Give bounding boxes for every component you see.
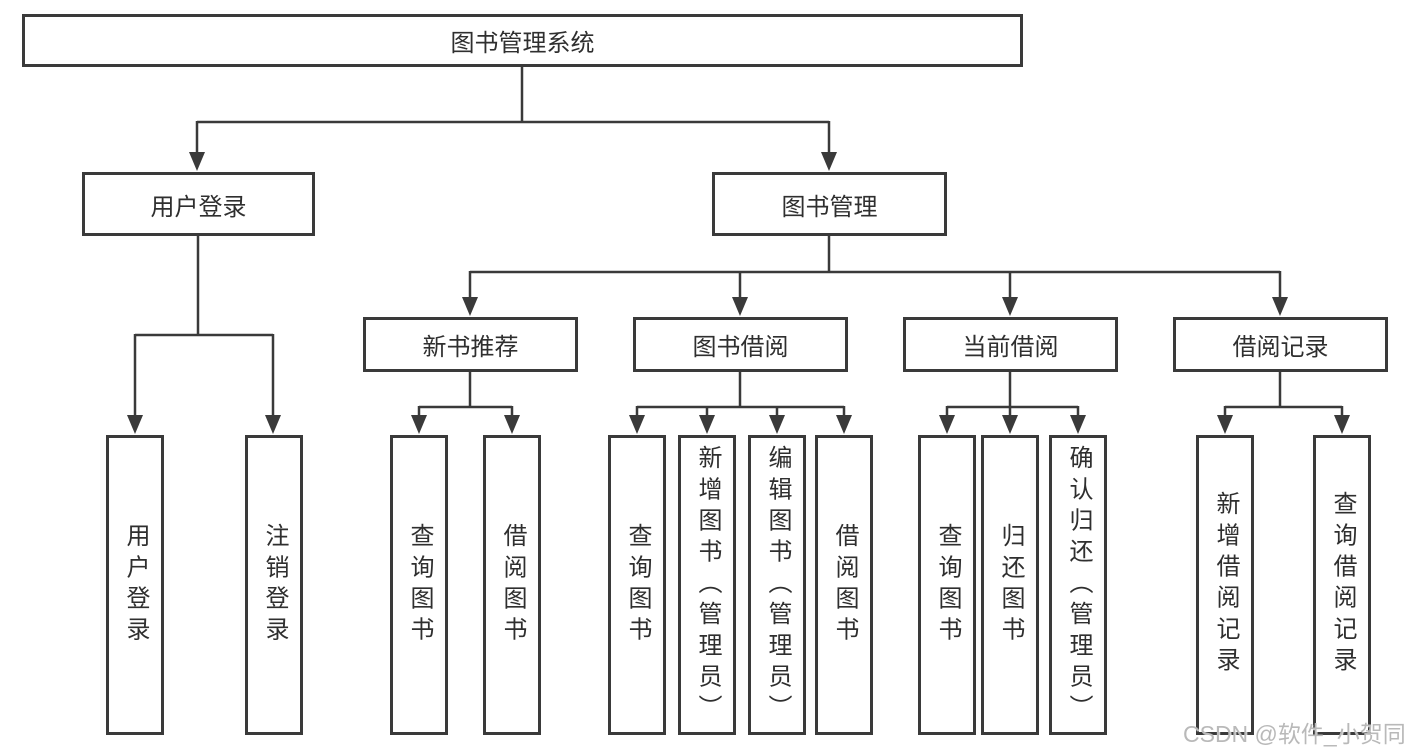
leaf-logout: 注销登录 <box>245 435 303 735</box>
arrowhead-icon <box>462 297 478 316</box>
node-book-borrowing: 图书借阅 <box>633 317 848 372</box>
leaf-return-books: 归还图书 <box>981 435 1039 735</box>
arrowhead-icon <box>836 415 852 434</box>
leaf-query-books: 查询图书 <box>608 435 666 735</box>
arrowhead-icon <box>1002 415 1018 434</box>
leaf-query-books: 查询图书 <box>918 435 976 735</box>
leaf-label: 借阅图书 <box>831 522 858 648</box>
node-root-title: 图书管理系统 <box>22 14 1023 67</box>
arrowhead-icon <box>1217 415 1233 434</box>
arrowhead-icon <box>265 415 281 434</box>
arrowhead-icon <box>629 415 645 434</box>
leaf-query-borrow-record: 查询借阅记录 <box>1313 435 1371 735</box>
leaf-borrow-books: 借阅图书 <box>815 435 873 735</box>
node-label: 图书管理系统 <box>450 30 595 57</box>
leaf-label: 注销登录 <box>261 522 288 648</box>
leaf-confirm-return-admin: 确认归还（管理员） <box>1049 435 1107 735</box>
leaf-label: 编辑图书（管理员） <box>764 444 791 726</box>
arrowhead-icon <box>189 152 205 171</box>
leaf-label: 新增图书（管理员） <box>694 444 721 726</box>
node-label: 当前借阅 <box>962 334 1059 361</box>
arrowhead-icon <box>411 415 427 434</box>
csdn-watermark: CSDN @软件_小贺同学 <box>1183 721 1405 747</box>
node-label: 借阅记录 <box>1232 334 1329 361</box>
leaf-label: 新增借阅记录 <box>1212 491 1239 679</box>
leaf-edit-books-admin: 编辑图书（管理员） <box>748 435 806 735</box>
leaf-label: 查询图书 <box>624 522 651 648</box>
node-label: 图书借阅 <box>692 334 789 361</box>
node-borrowing-records: 借阅记录 <box>1173 317 1388 372</box>
leaf-label: 查询借阅记录 <box>1329 491 1356 679</box>
arrowhead-icon <box>1272 297 1288 316</box>
arrowhead-icon <box>769 415 785 434</box>
leaf-user-login: 用户登录 <box>106 435 164 735</box>
arrowhead-icon <box>699 415 715 434</box>
leaf-query-books: 查询图书 <box>390 435 448 735</box>
arrowhead-icon <box>504 415 520 434</box>
node-book-management: 图书管理 <box>712 172 947 236</box>
arrowhead-icon <box>1334 415 1350 434</box>
leaf-add-borrow-record: 新增借阅记录 <box>1196 435 1254 735</box>
node-new-book-recommend: 新书推荐 <box>363 317 578 372</box>
node-user-login: 用户登录 <box>82 172 315 236</box>
arrowhead-icon <box>127 415 143 434</box>
arrowhead-icon <box>1002 297 1018 316</box>
leaf-label: 确认归还（管理员） <box>1065 444 1092 726</box>
node-label: 用户登录 <box>150 193 247 221</box>
leaf-label: 归还图书 <box>997 522 1024 648</box>
arrowhead-icon <box>1070 415 1086 434</box>
leaf-label: 借阅图书 <box>499 522 526 648</box>
node-label: 图书管理 <box>781 193 878 221</box>
leaf-borrow-books: 借阅图书 <box>483 435 541 735</box>
leaf-add-books-admin: 新增图书（管理员） <box>678 435 736 735</box>
arrowhead-icon <box>939 415 955 434</box>
leaf-label: 用户登录 <box>122 522 149 648</box>
arrowheads <box>127 152 1350 434</box>
tree-edges <box>133 67 1344 417</box>
node-label: 新书推荐 <box>422 334 519 361</box>
node-current-borrowing: 当前借阅 <box>903 317 1118 372</box>
leaf-label: 查询图书 <box>406 522 433 648</box>
arrowhead-icon <box>732 297 748 316</box>
leaf-label: 查询图书 <box>934 522 961 648</box>
arrowhead-icon <box>821 152 837 171</box>
